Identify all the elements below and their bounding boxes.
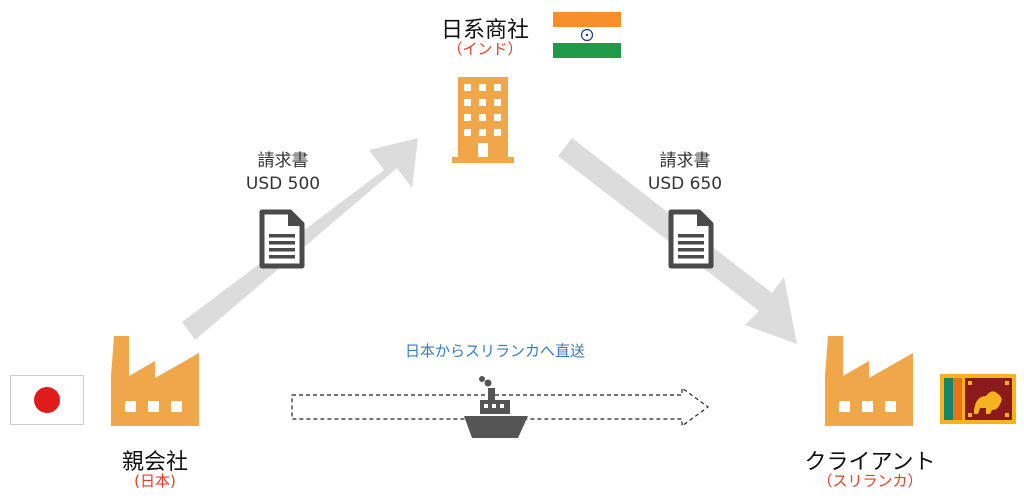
factory-icon bbox=[825, 336, 913, 426]
shipping-label: 日本からスリランカへ直送 bbox=[404, 342, 585, 360]
invoice-left-title: 請求書 bbox=[257, 151, 309, 171]
client-country: （スリランカ） bbox=[817, 472, 923, 490]
client-name: クライアント bbox=[804, 450, 936, 475]
trading-company-name: 日系商社 bbox=[440, 18, 529, 43]
invoice-left-amount: USD 500 bbox=[245, 174, 321, 194]
document-icon bbox=[259, 209, 305, 269]
office-building-icon bbox=[452, 77, 514, 163]
parent-company-country: (日本) bbox=[134, 472, 176, 490]
shipping-arrow bbox=[291, 386, 710, 428]
parent-company-name: 親会社 bbox=[121, 450, 188, 475]
factory-icon bbox=[111, 336, 199, 426]
ship-icon bbox=[464, 376, 528, 438]
sri-lanka-flag bbox=[940, 374, 1016, 424]
japan-flag bbox=[10, 375, 84, 425]
invoice-right-amount: USD 650 bbox=[647, 174, 723, 194]
invoice-right-title: 請求書 bbox=[659, 151, 711, 171]
trading-company-country: （インド） bbox=[447, 40, 523, 58]
document-icon bbox=[668, 209, 714, 269]
india-flag bbox=[553, 12, 621, 58]
